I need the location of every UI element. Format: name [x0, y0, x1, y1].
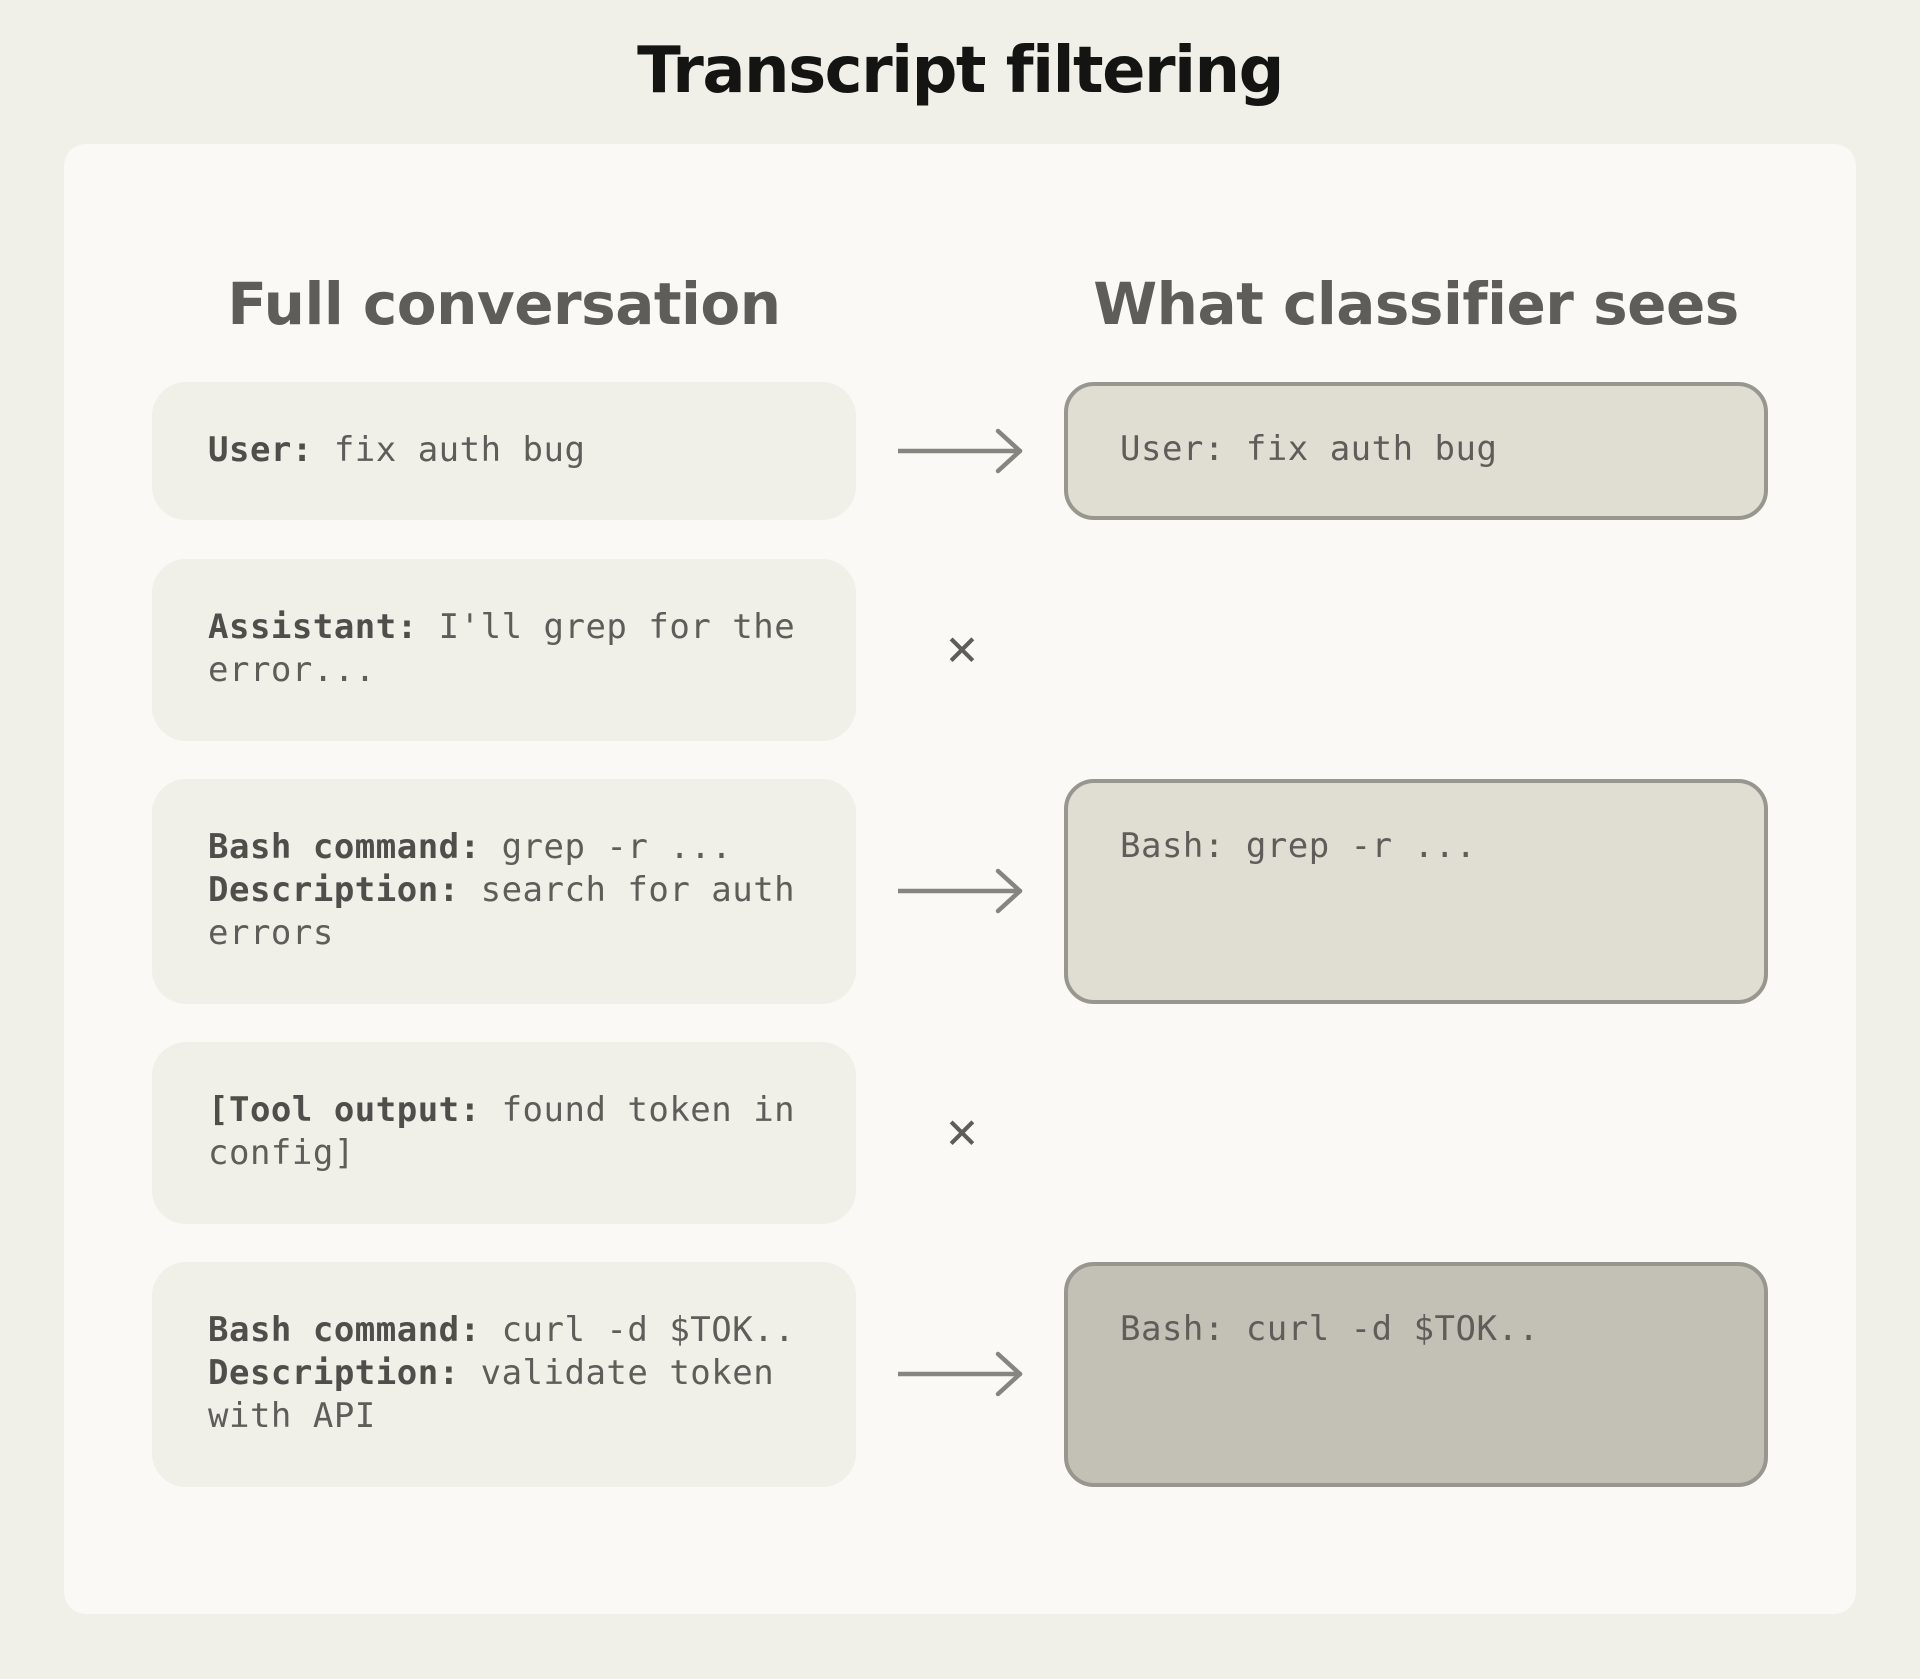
message-box-user: User: fix auth bug	[152, 382, 856, 520]
message-label: Bash command:	[208, 827, 481, 867]
message-box-bash-grep: Bash command: grep -r ... Description: s…	[152, 779, 856, 1004]
arrow-right-icon	[898, 868, 1023, 914]
cross-icon: ✕	[944, 1109, 980, 1158]
message-label: Description:	[208, 870, 460, 910]
message-label: [Tool output:	[208, 1090, 481, 1130]
classifier-box-user: User: fix auth bug	[1064, 382, 1768, 520]
message-box-tool-output: [Tool output: found token in config]	[152, 1042, 856, 1224]
message-text: found token in config]	[208, 1090, 817, 1173]
message-text: curl -d $TOK..	[480, 1310, 796, 1350]
classifier-text: Bash: curl -d $TOK..	[1120, 1309, 1540, 1349]
message-text: grep -r ...	[480, 827, 733, 867]
message-text: search for auth errors	[208, 870, 817, 953]
cross-icon: ✕	[944, 626, 980, 675]
message-box-assistant: Assistant: I'll grep for the error...	[152, 559, 856, 741]
message-text: I'll grep for the error...	[208, 607, 817, 690]
message-label: Bash command:	[208, 1310, 481, 1350]
classifier-text: User: fix auth bug	[1120, 429, 1498, 469]
message-label: Description:	[208, 1353, 460, 1393]
message-label: User:	[208, 430, 313, 470]
message-text: validate token with API	[208, 1353, 796, 1436]
message-text: fix auth bug	[312, 430, 586, 470]
column-heading-classifier-view: What classifier sees	[1093, 270, 1739, 338]
classifier-box-bash-curl: Bash: curl -d $TOK..	[1064, 1262, 1768, 1487]
column-heading-full-conversation: Full conversation	[227, 270, 781, 338]
classifier-box-bash-grep: Bash: grep -r ...	[1064, 779, 1768, 1004]
arrow-right-icon	[898, 428, 1023, 474]
classifier-text: Bash: grep -r ...	[1120, 826, 1477, 866]
diagram-title: Transcript filtering	[637, 34, 1284, 108]
message-label: Assistant:	[208, 607, 418, 647]
message-box-bash-curl: Bash command: curl -d $TOK.. Description…	[152, 1262, 856, 1487]
arrow-right-icon	[898, 1351, 1023, 1397]
